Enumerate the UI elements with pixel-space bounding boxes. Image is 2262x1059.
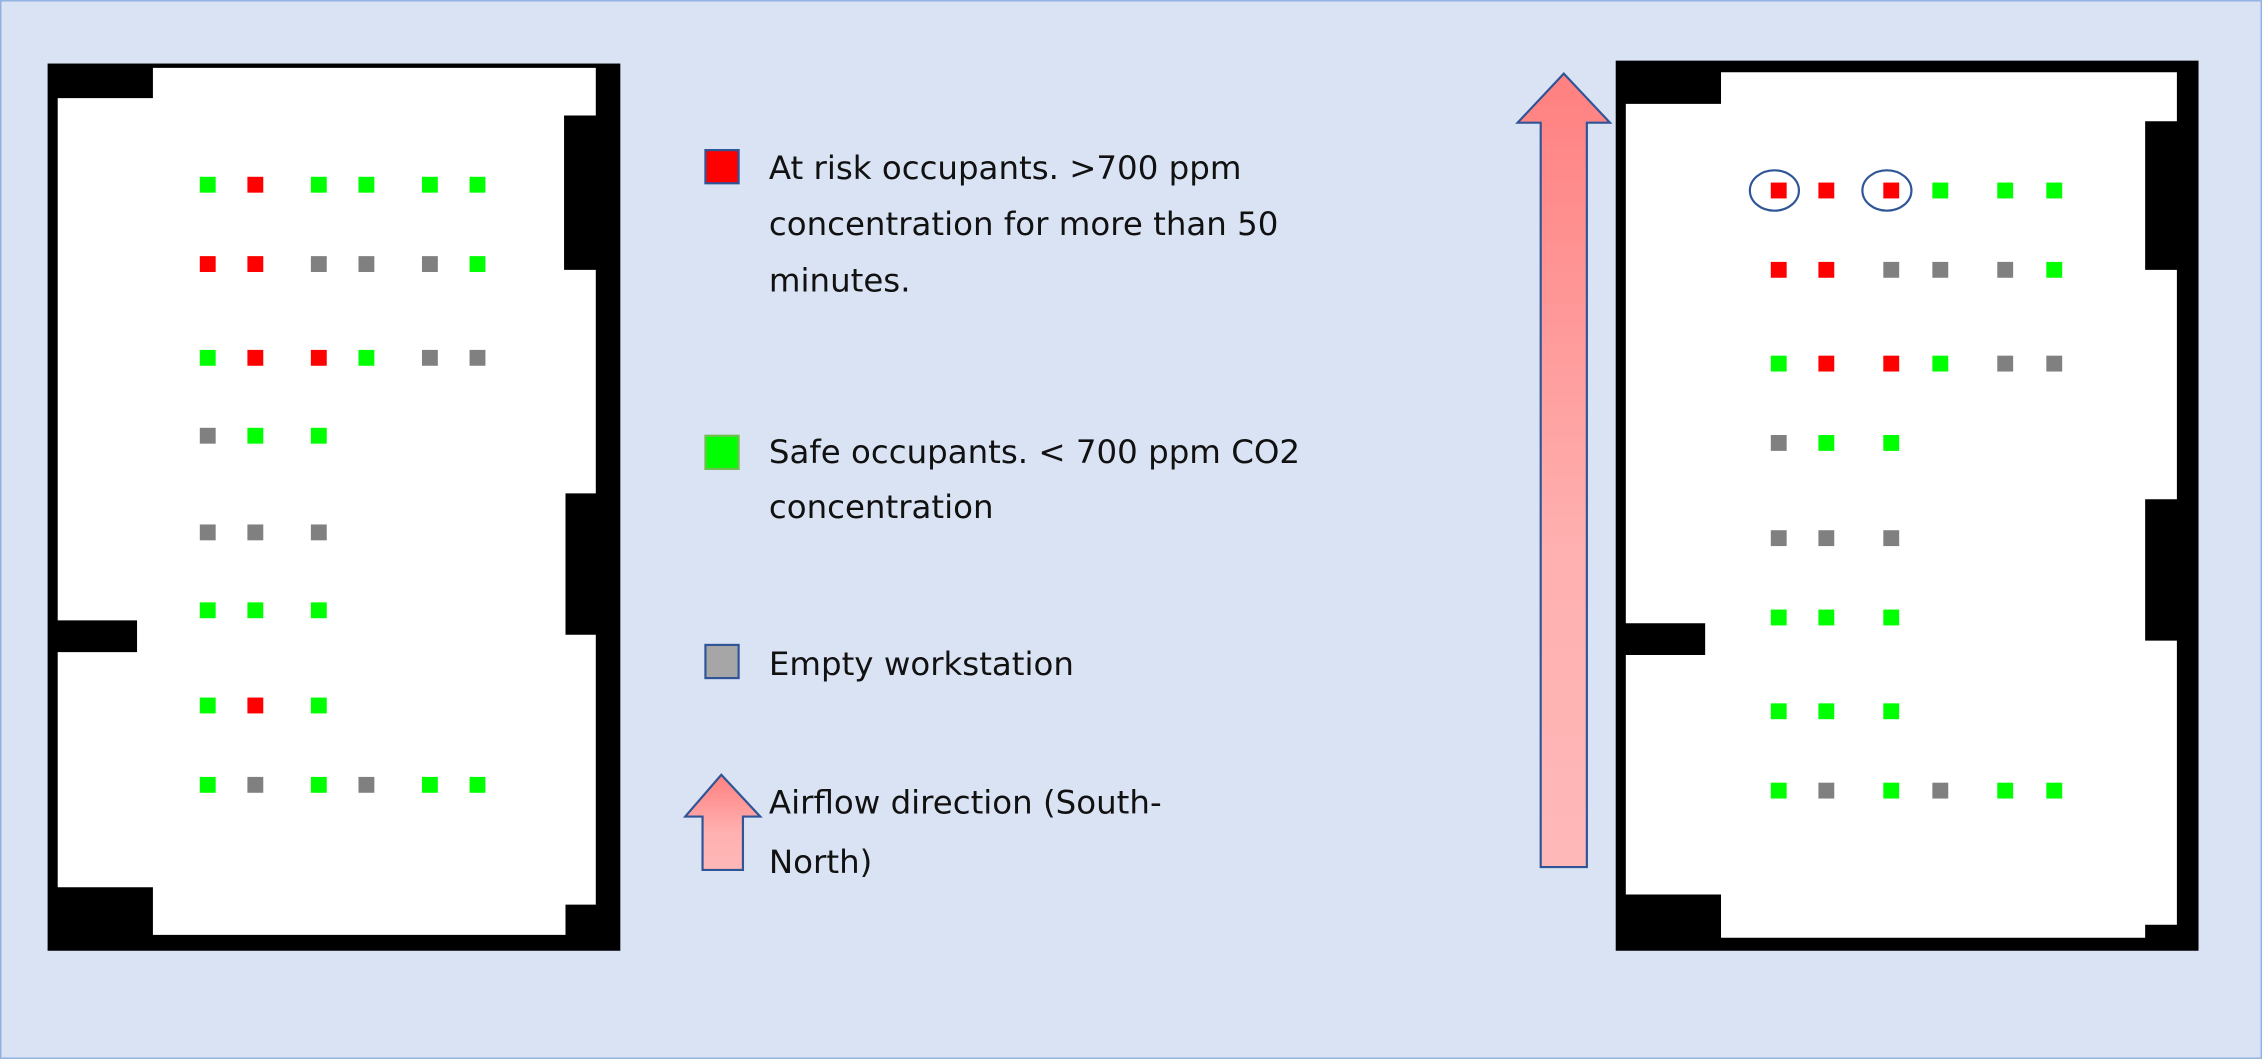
workstation-safe (1818, 703, 1835, 720)
workstation-safe (199, 176, 216, 193)
workstation-empty (247, 524, 264, 541)
workstation-safe (1770, 355, 1787, 372)
workstation-empty (1997, 261, 2014, 278)
workstation-safe (2046, 782, 2063, 799)
workstation-safe (1818, 435, 1835, 451)
workstation-risk (1770, 182, 1787, 199)
workstation-safe (1818, 609, 1835, 626)
legend-at-risk-swatch (704, 149, 740, 185)
workstation-safe (1770, 609, 1787, 626)
workstation-empty (1818, 782, 1835, 799)
workstation-empty (2046, 355, 2063, 372)
workstation-risk (199, 256, 216, 272)
workstation-risk (1818, 355, 1835, 372)
workstation-safe (469, 776, 486, 793)
workstation-empty (1932, 261, 1949, 278)
workstation-safe (421, 776, 438, 793)
workstation-empty (1770, 435, 1787, 451)
workstation-safe (1932, 355, 1949, 372)
workstation-risk (310, 349, 327, 366)
workstation-safe (2046, 182, 2063, 199)
workstation-safe (469, 256, 486, 272)
workstation-empty (1770, 530, 1787, 547)
workstation-safe (1770, 782, 1787, 799)
workstation-safe (1997, 782, 2014, 799)
workstation-empty (1883, 530, 1900, 547)
highlight-circle (1861, 169, 1913, 212)
workstation-empty (358, 776, 375, 793)
workstation-empty (1818, 530, 1835, 547)
workstation-safe (310, 427, 327, 444)
workstation-risk (1883, 355, 1900, 372)
workstation-empty (358, 256, 375, 272)
workstation-empty (421, 349, 438, 366)
legend-airflow-line-2: North) (769, 843, 872, 881)
workstation-empty (1997, 355, 2014, 372)
workstation-risk (247, 176, 264, 193)
workstation-risk (1770, 261, 1787, 278)
workstation-safe (1770, 703, 1787, 720)
workstation-safe (310, 697, 327, 714)
workstation-risk (1818, 261, 1835, 278)
legend-empty-swatch (704, 643, 740, 680)
floor-plan-left (47, 63, 621, 951)
workstation-safe (199, 349, 216, 366)
workstation-safe (310, 602, 327, 619)
workstation-safe (199, 776, 216, 793)
workstation-risk (1883, 182, 1900, 199)
workstation-safe (2046, 261, 2063, 278)
floor-plan-right (1615, 60, 2199, 951)
legend-safe-line-2: concentration (769, 488, 994, 526)
workstation-empty (247, 776, 264, 793)
workstation-safe (358, 349, 375, 366)
floor-area (57, 67, 596, 935)
workstation-empty (421, 256, 438, 272)
airflow-arrow-icon (682, 773, 763, 872)
workstation-safe (247, 602, 264, 619)
workstation-risk (247, 349, 264, 366)
workstation-empty (1883, 261, 1900, 278)
legend-airflow-line-1: Airflow direction (South- (769, 784, 1162, 822)
workstation-safe (310, 176, 327, 193)
workstation-empty (199, 524, 216, 541)
legend-at-risk-line-1: At risk occupants. >700 ppm (769, 149, 1242, 187)
legend-safe-line-1: Safe occupants. < 700 ppm CO2 (769, 433, 1300, 471)
workstation-safe (1883, 782, 1900, 799)
workstation-safe (1997, 182, 2014, 199)
legend: At risk occupants. >700 ppm concentratio… (682, 149, 1300, 881)
workstation-empty (199, 427, 216, 444)
workstation-empty (310, 256, 327, 272)
workstation-safe (1932, 182, 1949, 199)
workstation-safe (1883, 703, 1900, 720)
workstation-empty (1932, 782, 1949, 799)
workstation-safe (1883, 609, 1900, 626)
workstation-risk (1818, 182, 1835, 199)
workstation-empty (310, 524, 327, 541)
workstation-safe (469, 176, 486, 193)
legend-empty-line-1: Empty workstation (769, 645, 1074, 683)
legend-at-risk-line-2: concentration for more than 50 (769, 205, 1279, 243)
highlight-circle (1748, 169, 1801, 212)
workstation-risk (247, 697, 264, 714)
workstation-safe (1883, 435, 1900, 451)
workstation-safe (199, 602, 216, 619)
workstation-safe (199, 697, 216, 714)
airflow-arrow-large (1515, 72, 1613, 869)
workstation-safe (421, 176, 438, 193)
floor-area (1625, 72, 2177, 938)
workstation-safe (358, 176, 375, 193)
legend-safe-swatch (704, 434, 740, 470)
workstation-safe (247, 427, 264, 444)
workstation-empty (469, 349, 486, 366)
legend-at-risk-line-3: minutes. (769, 261, 911, 299)
workstation-risk (247, 256, 264, 272)
workstation-safe (310, 776, 327, 793)
